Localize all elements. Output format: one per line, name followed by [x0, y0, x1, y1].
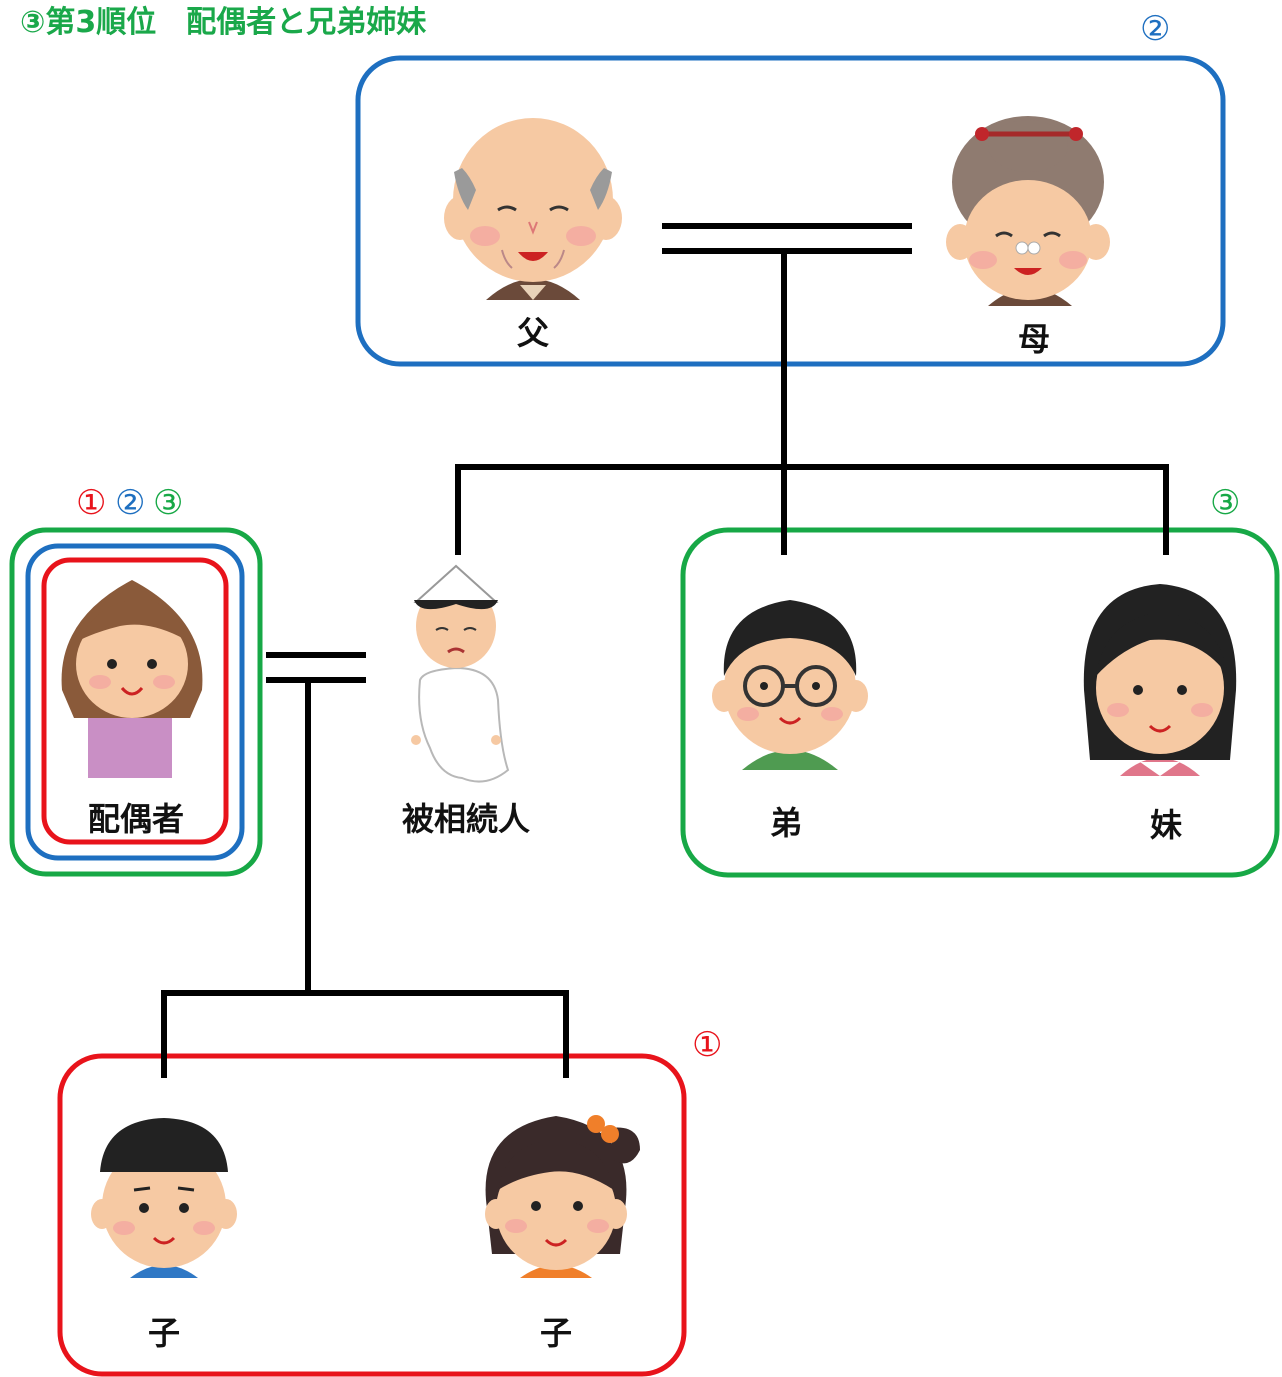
connector-lines	[161, 223, 1169, 1078]
siblings-group-box	[680, 527, 1280, 878]
father-illustration	[444, 118, 622, 300]
deceased-illustration	[411, 564, 510, 783]
child-boy-illustration	[91, 1118, 237, 1278]
spouse-illustration	[61, 580, 203, 778]
mother-label: 母	[1018, 320, 1050, 358]
spouse-box-priority3	[9, 527, 263, 877]
siblings-group-marker: ③	[1210, 483, 1240, 523]
children-group-marker: ①	[692, 1025, 722, 1065]
younger-sister-label: 妹	[1150, 806, 1182, 844]
deceased-label: 被相続人	[402, 800, 530, 838]
spouse-box-priority2	[25, 543, 245, 861]
spouse-label: 配偶者	[88, 800, 184, 838]
father-label: 父	[517, 314, 549, 352]
spouse-marker-1: ①	[76, 483, 106, 523]
younger-sister-illustration	[1083, 584, 1237, 776]
parents-group-box	[355, 55, 1226, 367]
younger-brother-label: 弟	[770, 804, 802, 842]
child-boy-label: 子	[148, 1314, 180, 1352]
spouse-marker-2: ②	[115, 483, 145, 523]
child-girl-label: 子	[540, 1314, 572, 1352]
mother-illustration	[946, 116, 1110, 306]
spouse-box-priority1	[41, 557, 229, 845]
children-group-box	[57, 1053, 687, 1377]
spouse-marker-3: ③	[153, 483, 183, 523]
parents-group-marker: ②	[1140, 9, 1170, 49]
diagram-title: ③第3順位 配偶者と兄弟姉妹	[20, 5, 426, 40]
child-girl-illustration	[485, 1115, 640, 1278]
younger-brother-illustration	[712, 600, 868, 770]
